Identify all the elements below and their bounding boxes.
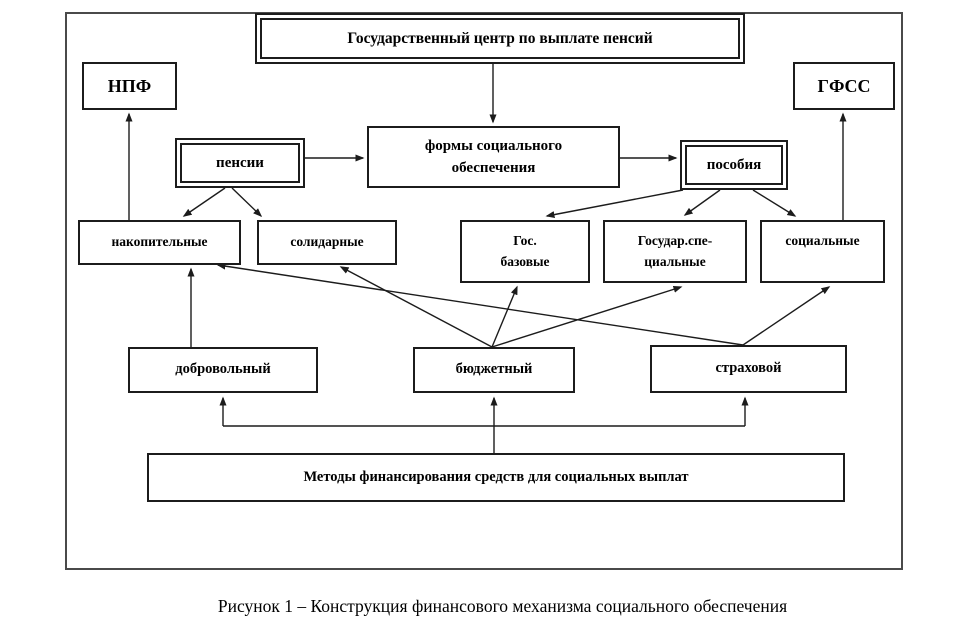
node-label: накопительные [111,234,208,250]
edge-byudzhetny-gosspec [491,285,683,348]
figure-caption: Рисунок 1 – Конструкция финансового меха… [217,596,788,616]
edge-posobiya-gosbaz [545,189,684,219]
node-solidary: солидарные [257,220,397,265]
edge-pensii-nakopitelnye [182,187,226,217]
node-label-line2: базовые [500,253,550,269]
node-label: Государственный центр по выплате пенсий [347,29,653,47]
node-label: пособия [706,156,762,173]
edge-strakhovoy-socialnye [742,286,831,346]
node-budget-method: бюджетный [413,347,575,393]
edge-byudzhetny-gosbaz [491,285,518,348]
node-label: Методы финансирования средств для социал… [303,468,689,485]
node-npf: НПФ [82,62,177,110]
edge-byudzhetny-solidarnye [339,266,493,348]
node-pensions: пенсии [175,138,305,188]
node-label: страховой [715,360,782,377]
node-state-special: Государ.спе- циальные [603,220,747,283]
node-financing-methods: Методы финансирования средств для социал… [147,453,845,502]
node-state-pension-center: Государственный центр по выплате пенсий [255,13,745,64]
edge-pensii-solidarnye [231,187,263,218]
node-gfss: ГФСС [793,62,895,110]
node-label: добровольный [175,361,271,378]
node-label: пенсии [216,154,264,171]
node-social: социальные [760,220,885,283]
node-state-basic: Гос. базовые [460,220,590,283]
edge-strakhovoy-nakopitelnye [216,262,744,346]
node-label: НПФ [107,75,152,96]
node-label: бюджетный [455,361,533,378]
node-label-line2: циальные [644,253,706,269]
node-voluntary-method: добровольный [128,347,318,393]
node-forms-of-social-security: формы социального обеспечения [367,126,620,188]
node-label: солидарные [290,234,364,250]
node-label-line1: Гос. [513,233,537,249]
node-insurance-method: страховой [650,345,847,393]
edge-posobiya-socialnye [752,189,797,217]
node-accumulative: накопительные [78,220,241,265]
node-label: ГФСС [817,75,871,96]
node-label-line1: формы социального [424,137,563,154]
node-label-line1: Государ.спе- [637,233,713,249]
node-label: социальные [785,233,860,248]
node-benefits: пособия [680,140,788,190]
edge-posobiya-gosspec [683,189,721,216]
node-label-line2: обеспечения [451,160,536,176]
